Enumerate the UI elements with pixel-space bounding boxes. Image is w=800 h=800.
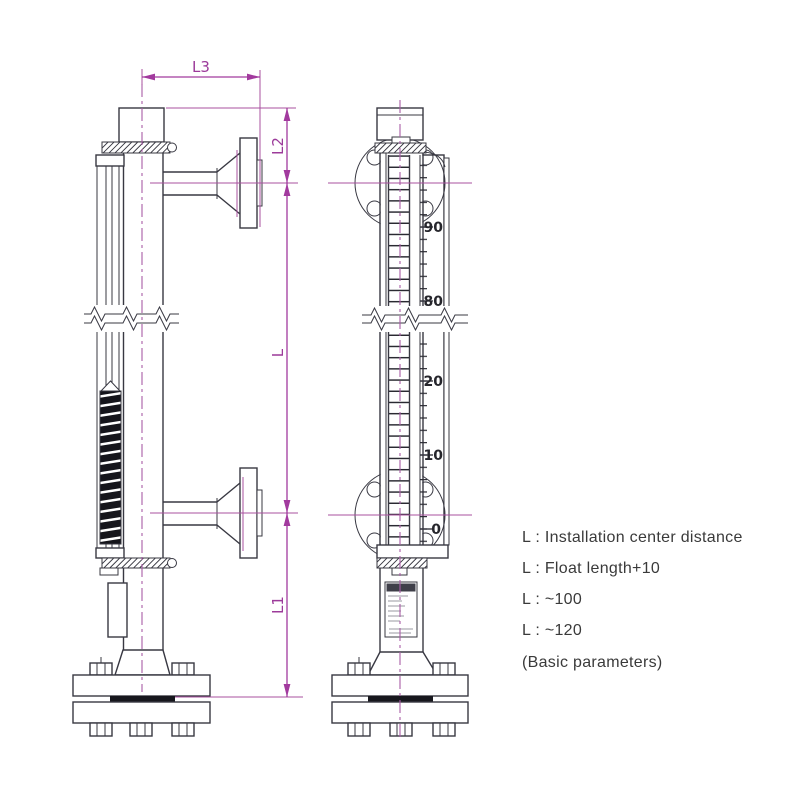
dim-label-l3: L3 (192, 58, 210, 76)
parameter-notes: L : Installation center distance L : Flo… (522, 529, 743, 671)
dim-label-l2: L2 (269, 137, 287, 155)
break-symbol-side (361, 306, 470, 332)
note-line-3: L : ~100 (522, 591, 582, 608)
graduated-scale: 90 80 20 10 0 (419, 151, 446, 548)
flipper-ladder (387, 155, 411, 545)
gasket (368, 696, 433, 702)
dimension-chain: L2 L L1 (269, 108, 291, 697)
note-line-2: L : Float length+10 (522, 560, 660, 577)
gasket (110, 696, 175, 702)
clamp-band-bottom (101, 557, 177, 569)
scale-label-90: 90 (424, 220, 444, 236)
float (99, 380, 122, 545)
scale-label-0: 0 (431, 522, 441, 538)
dimension-L3: L3 (142, 58, 260, 81)
note-line-1: L : Installation center distance (522, 529, 743, 546)
clamp-band-bottom-side (376, 557, 428, 569)
scale-label-10: 10 (424, 448, 444, 464)
nameplate (384, 581, 418, 638)
note-line-5: (Basic parameters) (522, 654, 663, 671)
clamp-band-top (101, 141, 177, 154)
front-view (72, 107, 263, 737)
dim-label-l: L (269, 348, 287, 357)
break-symbol-front (83, 305, 181, 332)
side-view: 90 80 20 10 0 (331, 107, 470, 737)
note-line-4: L : ~120 (522, 622, 582, 639)
dimension-annotations: L3 L2 L L1 (141, 58, 472, 738)
drain-body (107, 582, 128, 638)
dim-label-l1: L1 (269, 596, 287, 614)
scale-label-20: 20 (424, 374, 444, 390)
